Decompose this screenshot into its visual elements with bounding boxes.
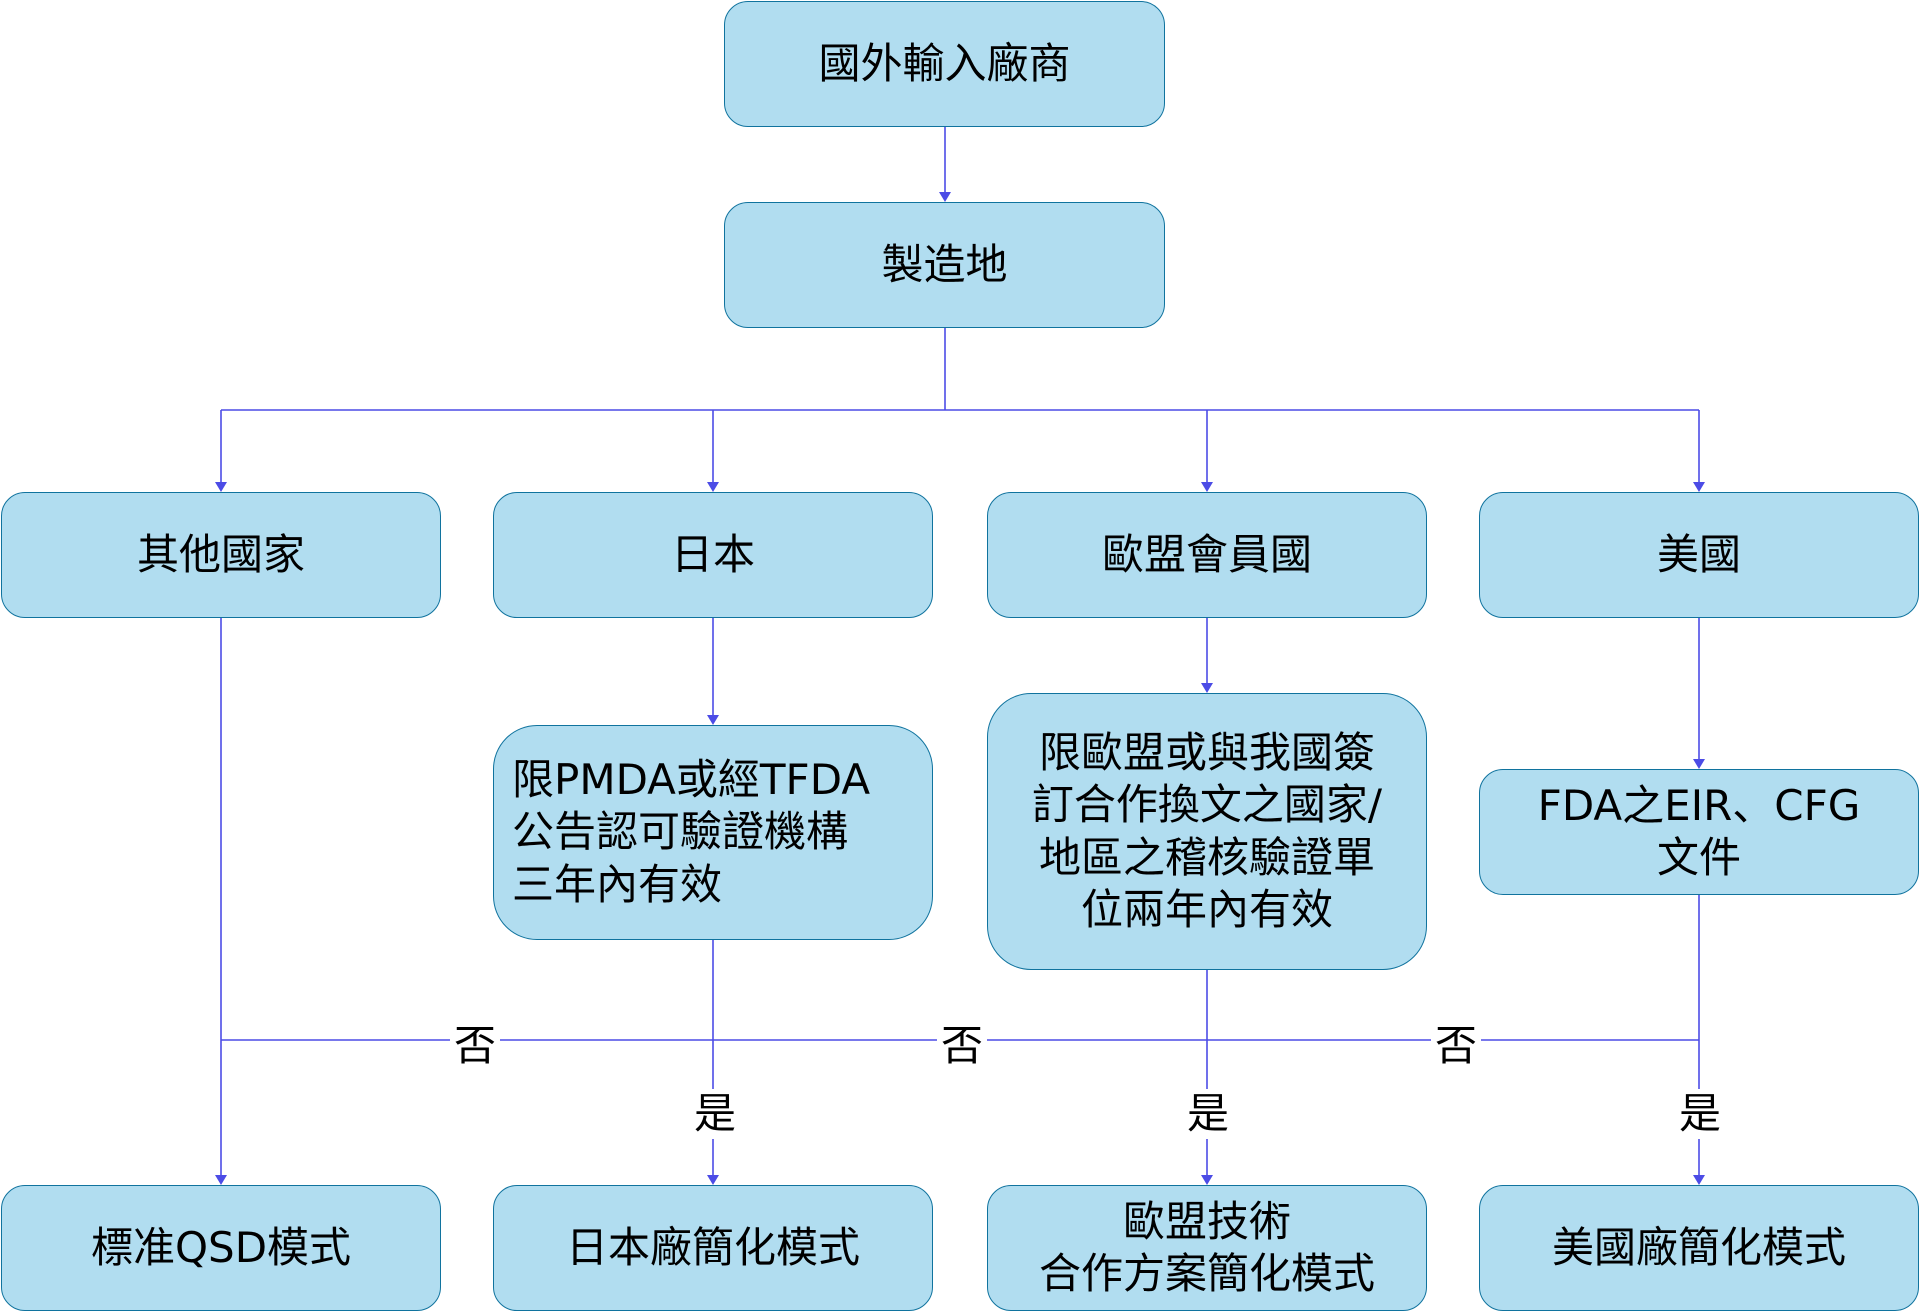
node-usa-simplified[interactable]: 美國廠簡化模式 xyxy=(1479,1185,1919,1311)
node-japan[interactable]: 日本 xyxy=(493,492,933,618)
edge-label-yes-japan: 是 xyxy=(691,1089,739,1139)
edge-label-yes-usa: 是 xyxy=(1676,1089,1724,1139)
node-eu-simplified-label: 歐盟技術 合作方案簡化模式 xyxy=(1038,1196,1375,1299)
arrowhead-usa xyxy=(1693,482,1705,492)
node-standard-qsd[interactable]: 標准QSD模式 xyxy=(1,1185,441,1311)
arrowhead-standard xyxy=(215,1175,227,1185)
arrowhead-japan-condition xyxy=(707,715,719,725)
node-usa-condition[interactable]: FDA之EIR、CFG 文件 xyxy=(1479,769,1919,895)
node-eu-simplified[interactable]: 歐盟技術 合作方案簡化模式 xyxy=(987,1185,1427,1311)
node-eu-member[interactable]: 歐盟會員國 xyxy=(987,492,1427,618)
node-usa[interactable]: 美國 xyxy=(1479,492,1919,618)
edge-label-no-japan: 否 xyxy=(449,1025,501,1067)
edge-label-no-eu: 否 xyxy=(936,1025,988,1067)
arrowhead-japan-outcome xyxy=(707,1175,719,1185)
node-usa-label: 美國 xyxy=(1656,529,1741,579)
edge-label-no-usa: 否 xyxy=(1430,1025,1482,1067)
node-usa-simplified-label: 美國廠簡化模式 xyxy=(1551,1222,1846,1272)
node-standard-qsd-label: 標准QSD模式 xyxy=(90,1222,352,1272)
node-foreign-importer-label: 國外輸入廠商 xyxy=(818,38,1071,88)
arrowhead-usa-condition xyxy=(1693,759,1705,769)
arrowhead-usa-outcome xyxy=(1693,1175,1705,1185)
node-japan-simplified[interactable]: 日本廠簡化模式 xyxy=(493,1185,933,1311)
node-eu-condition-label: 限歐盟或與我國簽 訂合作換文之國家/ 地區之稽核驗證單 位兩年內有效 xyxy=(1031,727,1383,935)
node-eu-member-label: 歐盟會員國 xyxy=(1101,529,1312,579)
node-other-countries-label: 其他國家 xyxy=(136,529,305,579)
node-manufacturing-location-label: 製造地 xyxy=(881,239,1008,289)
arrowhead-other xyxy=(215,482,227,492)
node-eu-condition[interactable]: 限歐盟或與我國簽 訂合作換文之國家/ 地區之稽核驗證單 位兩年內有效 xyxy=(987,693,1427,970)
node-japan-simplified-label: 日本廠簡化模式 xyxy=(565,1222,860,1272)
node-usa-condition-label: FDA之EIR、CFG 文件 xyxy=(1537,780,1861,883)
edge-label-yes-eu: 是 xyxy=(1184,1089,1232,1139)
arrowhead-eu-condition xyxy=(1201,683,1213,693)
node-manufacturing-location[interactable]: 製造地 xyxy=(724,202,1165,328)
node-foreign-importer[interactable]: 國外輸入廠商 xyxy=(724,1,1165,127)
arrowhead-eu-outcome xyxy=(1201,1175,1213,1185)
arrowhead-eu xyxy=(1201,482,1213,492)
node-japan-condition[interactable]: 限PMDA或經TFDA 公告認可驗證機構 三年內有效 xyxy=(493,725,933,940)
arrowhead-japan xyxy=(707,482,719,492)
arrowhead-origin xyxy=(939,192,951,202)
node-other-countries[interactable]: 其他國家 xyxy=(1,492,441,618)
node-japan-condition-label: 限PMDA或經TFDA 公告認可驗證機構 三年內有效 xyxy=(512,754,871,909)
node-japan-label: 日本 xyxy=(670,529,755,579)
